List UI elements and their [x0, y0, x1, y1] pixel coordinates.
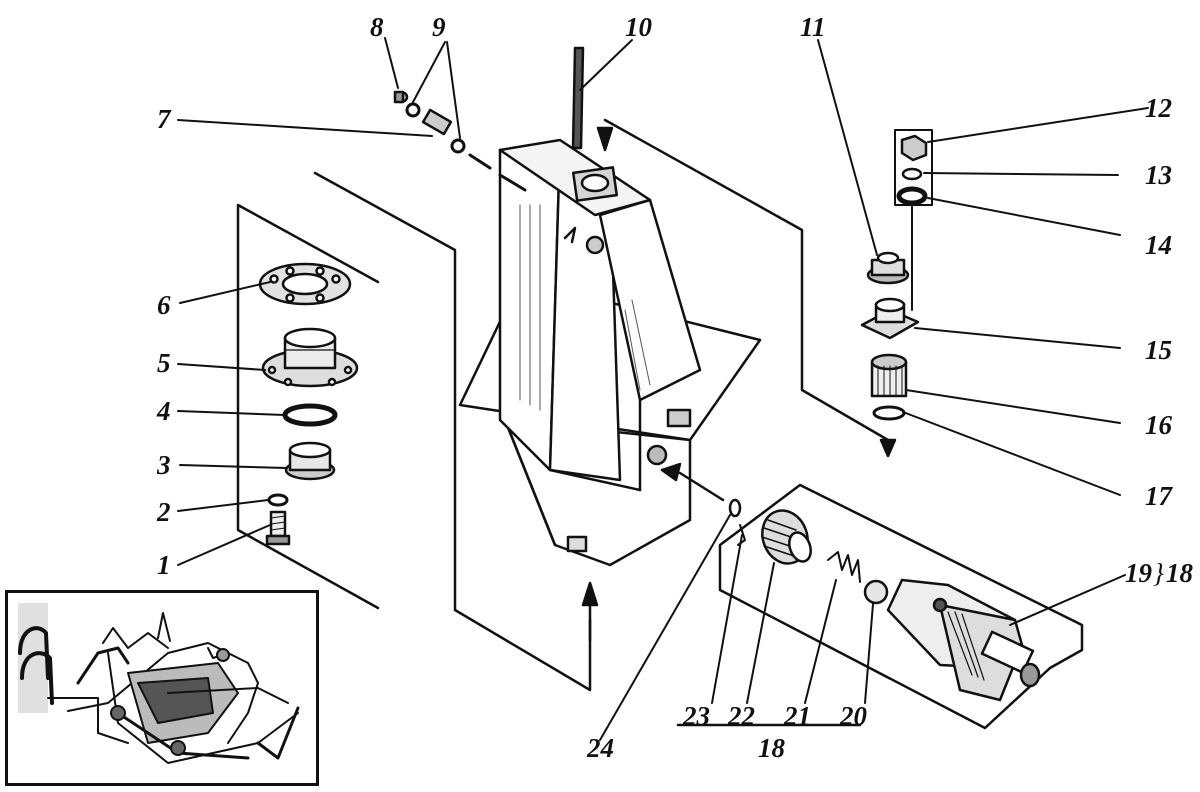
part-3-plug — [284, 441, 336, 481]
callout-4: 4 — [157, 396, 171, 426]
callout-22: 22 — [728, 701, 755, 731]
part-1-bolt — [265, 510, 291, 546]
callout-12: 12 — [1145, 93, 1172, 123]
part-14-washer — [896, 186, 928, 206]
assembly-dash-line — [468, 153, 527, 192]
part-8-nipple — [393, 90, 409, 104]
callout-17: 17 — [1145, 481, 1172, 511]
part-17-seal — [872, 405, 906, 421]
callout-3: 3 — [157, 450, 171, 480]
part-13-washer — [901, 167, 923, 181]
leader-lines — [177, 37, 1149, 741]
callout-15: 15 — [1145, 335, 1172, 365]
left-frame-back — [313, 171, 592, 692]
inset-locator-view — [5, 590, 319, 786]
callout-7: 7 — [157, 104, 171, 134]
part-12-box — [894, 129, 933, 206]
part-15-flange — [860, 297, 920, 340]
part-24-ring — [728, 498, 742, 518]
part-22-spring-large — [761, 509, 812, 565]
flow-arrow-valve — [660, 462, 682, 482]
callout-18-group: 18 — [758, 733, 785, 763]
callout-9: 9 — [432, 12, 446, 42]
callout-5: 5 — [157, 348, 171, 378]
callout-20: 20 — [840, 701, 867, 731]
part-6-gasket — [258, 262, 352, 306]
part-11-valve-cap — [866, 251, 910, 285]
callout-19: 19 — [1125, 558, 1152, 588]
central-tank — [458, 46, 762, 567]
callout-16: 16 — [1145, 410, 1172, 440]
callout-21: 21 — [784, 701, 811, 731]
part-5-flange — [261, 327, 359, 388]
callout-24: 24 — [587, 733, 614, 763]
part-12-nut — [900, 134, 928, 162]
part-4-seal-ring — [282, 403, 338, 427]
part-16-filter — [870, 353, 908, 398]
flow-arrow-top — [596, 126, 614, 152]
part-21-spring-small — [827, 551, 861, 583]
part-2-washer — [267, 493, 289, 507]
part-20-ball — [863, 579, 889, 605]
callout-23: 23 — [683, 701, 710, 731]
part-19-valve-body — [886, 578, 1041, 702]
flow-arrow-right — [879, 438, 897, 458]
callout-8: 8 — [370, 12, 384, 42]
callout-14: 14 — [1145, 230, 1172, 260]
valve-dash-line — [678, 471, 725, 502]
callout-1: 1 — [157, 550, 171, 580]
part-7-sleeve — [421, 108, 453, 136]
flow-arrow-bottom-head — [581, 581, 599, 607]
callout-19-bracket: } — [1153, 558, 1164, 588]
callout-11: 11 — [800, 12, 826, 42]
callout-18: 18 — [1166, 558, 1193, 588]
inset-drawing — [18, 603, 300, 764]
callout-2: 2 — [157, 497, 171, 527]
callout-10: 10 — [625, 12, 652, 42]
callout-6: 6 — [157, 290, 171, 320]
callout-13: 13 — [1145, 160, 1172, 190]
